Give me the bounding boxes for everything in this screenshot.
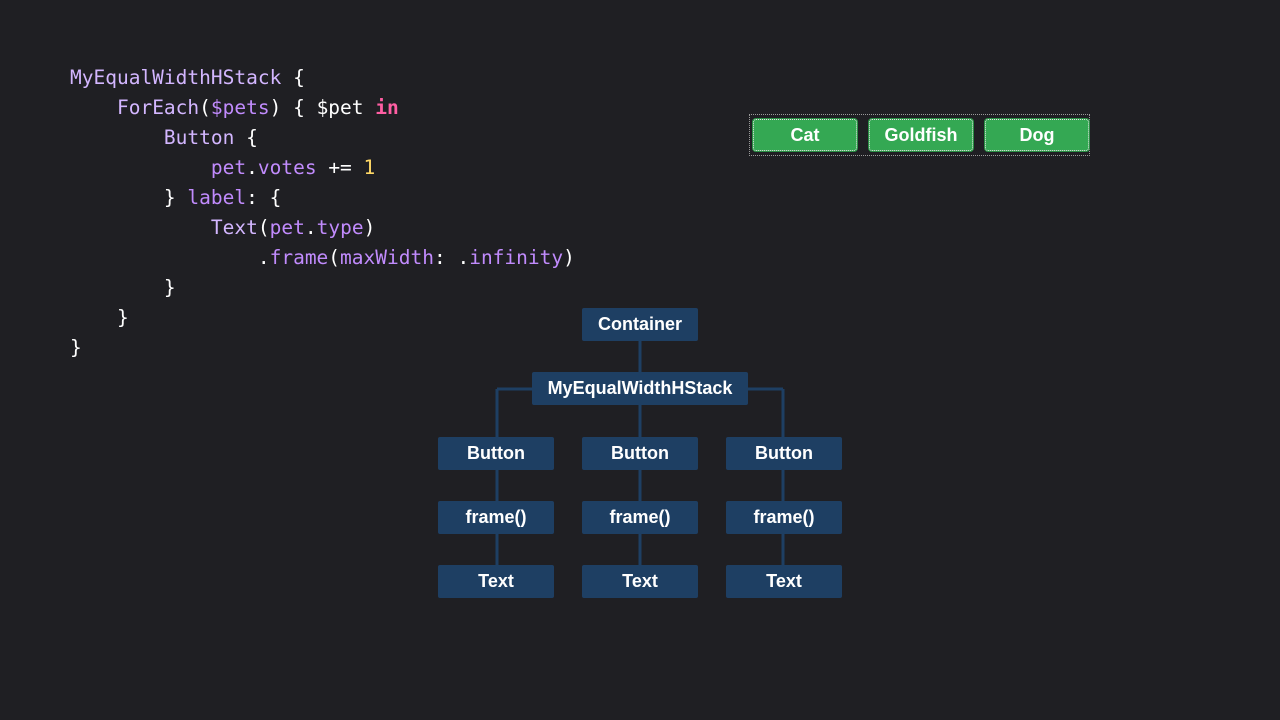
- code-token: maxWidth: [340, 246, 434, 269]
- code-token: $pets: [210, 96, 270, 119]
- code-token: frame: [269, 246, 329, 269]
- code-token: ): [363, 216, 376, 239]
- text-node: Text: [726, 565, 842, 598]
- code-line: }: [70, 303, 575, 333]
- code-token: (: [257, 216, 270, 239]
- code-token: ): [563, 246, 575, 269]
- code-token: type: [316, 216, 364, 239]
- code-line: pet.votes += 1: [70, 153, 575, 183]
- code-token: .: [246, 156, 258, 179]
- code-token: infinity: [469, 246, 564, 269]
- container-node: Container: [582, 308, 698, 341]
- code-line: }: [70, 273, 575, 303]
- button-node: Button: [726, 437, 842, 470]
- code-token: }: [163, 276, 176, 299]
- button-row-preview: Cat Goldfish Dog: [749, 114, 1090, 156]
- frame-node: frame(): [438, 501, 554, 534]
- code-token: {: [281, 66, 305, 89]
- dog-button[interactable]: Dog: [985, 119, 1089, 151]
- code-block: MyEqualWidthHStack { ForEach($pets) { $p…: [70, 63, 575, 363]
- code-token: Button: [163, 126, 235, 149]
- code-line: .frame(maxWidth: .infinity): [70, 243, 575, 273]
- goldfish-button[interactable]: Goldfish: [869, 119, 973, 151]
- code-token: }: [70, 336, 82, 359]
- code-token: +=: [316, 156, 364, 179]
- code-token: 1: [363, 156, 376, 179]
- code-token: votes: [257, 156, 317, 179]
- text-node: Text: [438, 565, 554, 598]
- code-line: ForEach($pets) { $pet in: [70, 93, 575, 123]
- code-line: Button {: [70, 123, 575, 153]
- code-line: Text(pet.type): [70, 213, 575, 243]
- code-line: MyEqualWidthHStack {: [70, 63, 575, 93]
- code-token: ForEach: [116, 96, 200, 119]
- code-token: (: [328, 246, 341, 269]
- code-line: }: [70, 333, 575, 363]
- code-token: .: [304, 216, 317, 239]
- cat-button[interactable]: Cat: [753, 119, 857, 151]
- code-token: .: [257, 246, 270, 269]
- code-token: Text: [210, 216, 258, 239]
- code-token: : .: [433, 246, 470, 269]
- stack-node: MyEqualWidthHStack: [532, 372, 748, 405]
- code-token: pet: [269, 216, 305, 239]
- frame-node: frame(): [726, 501, 842, 534]
- code-token: }: [163, 186, 188, 209]
- code-token: : {: [246, 186, 282, 209]
- code-token: MyEqualWidthHStack: [70, 66, 282, 89]
- button-node: Button: [438, 437, 554, 470]
- code-token: in: [375, 96, 399, 119]
- code-token: {: [234, 126, 258, 149]
- code-token: label: [187, 186, 247, 209]
- code-token: }: [116, 306, 129, 329]
- code-token: pet: [210, 156, 247, 179]
- code-line: } label: {: [70, 183, 575, 213]
- frame-node: frame(): [582, 501, 698, 534]
- code-token: ) { $pet: [269, 96, 376, 119]
- text-node: Text: [582, 565, 698, 598]
- button-node: Button: [582, 437, 698, 470]
- code-token: (: [199, 96, 211, 119]
